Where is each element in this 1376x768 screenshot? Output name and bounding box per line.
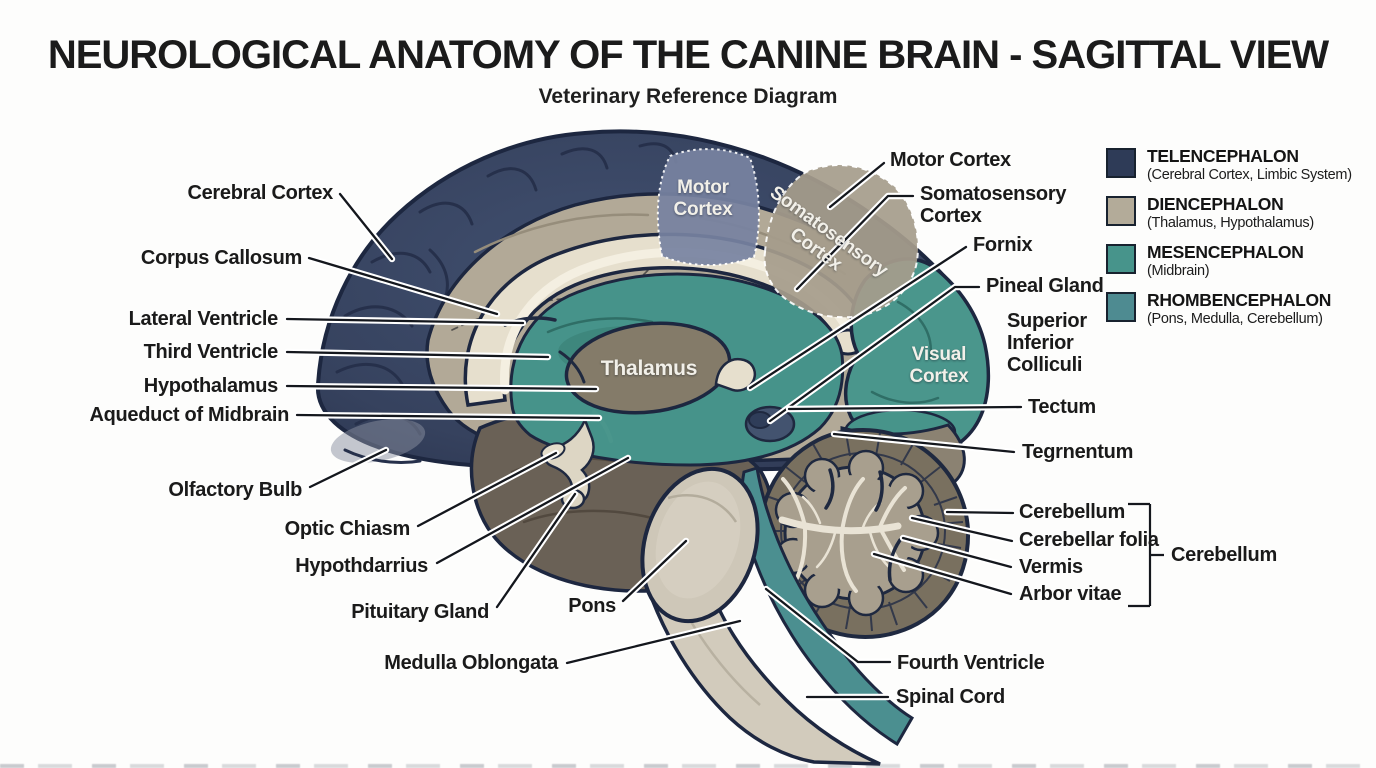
leader-optic-chiasm xyxy=(416,451,558,528)
pons-region xyxy=(640,466,760,624)
label-superior-inferior-colliculi: Superior Inferior Colliculi xyxy=(1007,310,1087,376)
leader-hypothalamus xyxy=(285,384,598,391)
label-vermis: Vermis xyxy=(1019,556,1083,578)
mesencephalon-swatch xyxy=(1106,244,1136,274)
leader-pituitary-gland xyxy=(495,492,577,609)
leader-motor-cortex xyxy=(828,161,886,209)
leader-olfactory-bulb xyxy=(308,448,388,489)
legend-detail: (Thalamus, Hypothalamus) xyxy=(1147,215,1314,231)
label-pituitary-gland: Pituitary Gland xyxy=(351,601,489,623)
label-arbor-vitae: Arbor vitae xyxy=(1019,583,1122,605)
leader-lateral-ventricle xyxy=(285,317,525,325)
leader-aqueduct xyxy=(295,413,601,420)
motor-cortex-region xyxy=(656,148,760,267)
cerebellum-bracket xyxy=(1128,502,1164,608)
leader-somatosensory xyxy=(795,194,915,291)
legend-detail: (Midbrain) xyxy=(1147,263,1210,279)
leader-tegmentum xyxy=(832,432,1016,454)
page-title: NEUROLOGICAL ANATOMY OF THE CANINE BRAIN… xyxy=(47,33,1329,77)
region-label-visual-cortex: Visual Cortex xyxy=(909,344,969,387)
leader-cerebral-cortex xyxy=(338,192,394,261)
label-hypothalamus: Hypothalamus xyxy=(143,375,279,397)
region-label-motor-cortex: Motor Cortex xyxy=(673,177,733,220)
label-somatosensory-cortex: Somatosensory Cortex xyxy=(920,183,1067,227)
leader-tectum xyxy=(787,405,1023,411)
label-motor-cortex: Motor Cortex xyxy=(890,149,1011,171)
label-cerebellum-item: Cerebellum xyxy=(1019,501,1125,523)
legend-item-rhombencephalon: RHOMBENCEPHALON (Pons, Medulla, Cerebell… xyxy=(1106,290,1370,327)
leader-hypothdarrius xyxy=(435,456,630,565)
label-cerebellum-group: Cerebellum xyxy=(1171,544,1277,566)
legend-name: DIENCEPHALON xyxy=(1147,194,1284,214)
leader-medulla xyxy=(565,619,742,665)
label-hypothdarrius: Hypothdarrius xyxy=(295,555,428,577)
label-cerebral-cortex: Cerebral Cortex xyxy=(187,182,333,204)
label-fornix: Fornix xyxy=(973,234,1033,256)
legend-name: MESENCEPHALON xyxy=(1147,242,1304,262)
label-third-ventricle: Third Ventricle xyxy=(143,341,279,363)
legend-detail: (Pons, Medulla, Cerebellum) xyxy=(1147,311,1323,327)
leader-fornix xyxy=(748,245,968,390)
label-pons: Pons xyxy=(568,595,616,617)
label-tegmentum: Tegrnentum xyxy=(1022,441,1134,463)
leader-fourth-ventricle xyxy=(764,587,892,664)
fornix-region xyxy=(714,357,756,392)
label-cerebellar-folia: Cerebellar folia xyxy=(1019,529,1159,551)
legend-name: TELENCEPHALON xyxy=(1147,146,1299,166)
leader-vermis xyxy=(901,536,1013,569)
label-medulla-oblongata: Medulla Oblongata xyxy=(384,652,558,674)
legend-name: RHOMBENCEPHALON xyxy=(1147,290,1332,310)
leader-pineal-gland xyxy=(768,285,981,423)
leader-cerebellar-folia xyxy=(910,516,1014,543)
rhombencephalon-swatch xyxy=(1106,292,1136,322)
legend: TELENCEPHALON (Cerebral Cortex, Limbic S… xyxy=(1106,146,1370,338)
leader-corpus-callosum xyxy=(307,256,499,316)
legend-item-telencephalon: TELENCEPHALON (Cerebral Cortex, Limbic S… xyxy=(1106,146,1370,183)
cerebellum-region xyxy=(758,427,971,639)
leader-lines xyxy=(283,159,1025,701)
label-spinal-cord: Spinal Cord xyxy=(896,686,1005,708)
leader-pons xyxy=(621,539,688,603)
thalamus-region xyxy=(558,321,732,415)
leader-arbor-vitae xyxy=(872,552,1013,596)
olfactory-bulb-region xyxy=(330,419,426,463)
label-aqueduct-of-midbrain: Aqueduct of Midbrain xyxy=(89,404,289,426)
bottom-crop-artifact xyxy=(0,764,1376,768)
legend-detail: (Cerebral Cortex, Limbic System) xyxy=(1147,167,1352,183)
page-subtitle: Veterinary Reference Diagram xyxy=(538,85,838,108)
label-optic-chiasm: Optic Chiasm xyxy=(284,518,411,540)
leader-third-ventricle xyxy=(285,350,550,359)
telencephalon-swatch xyxy=(1106,148,1136,178)
aqueduct-region xyxy=(591,409,614,444)
label-olfactory-bulb: Olfactory Bulb xyxy=(168,479,302,501)
legend-item-diencephalon: DIENCEPHALON (Thalamus, Hypothalamus) xyxy=(1106,194,1370,231)
label-pineal-gland: Pineal Gland xyxy=(986,275,1104,297)
diencephalon-swatch xyxy=(1106,196,1136,226)
legend-item-mesencephalon: MESENCEPHALON (Midbrain) xyxy=(1106,242,1370,279)
label-lateral-ventricle: Lateral Ventricle xyxy=(128,308,279,330)
label-tectum: Tectum xyxy=(1028,396,1096,418)
label-fourth-ventricle: Fourth Ventricle xyxy=(897,652,1045,674)
region-label-thalamus: Thalamus xyxy=(600,357,698,380)
label-corpus-callosum: Corpus Callosum xyxy=(140,247,302,269)
leader-cerebellum xyxy=(945,510,1015,515)
